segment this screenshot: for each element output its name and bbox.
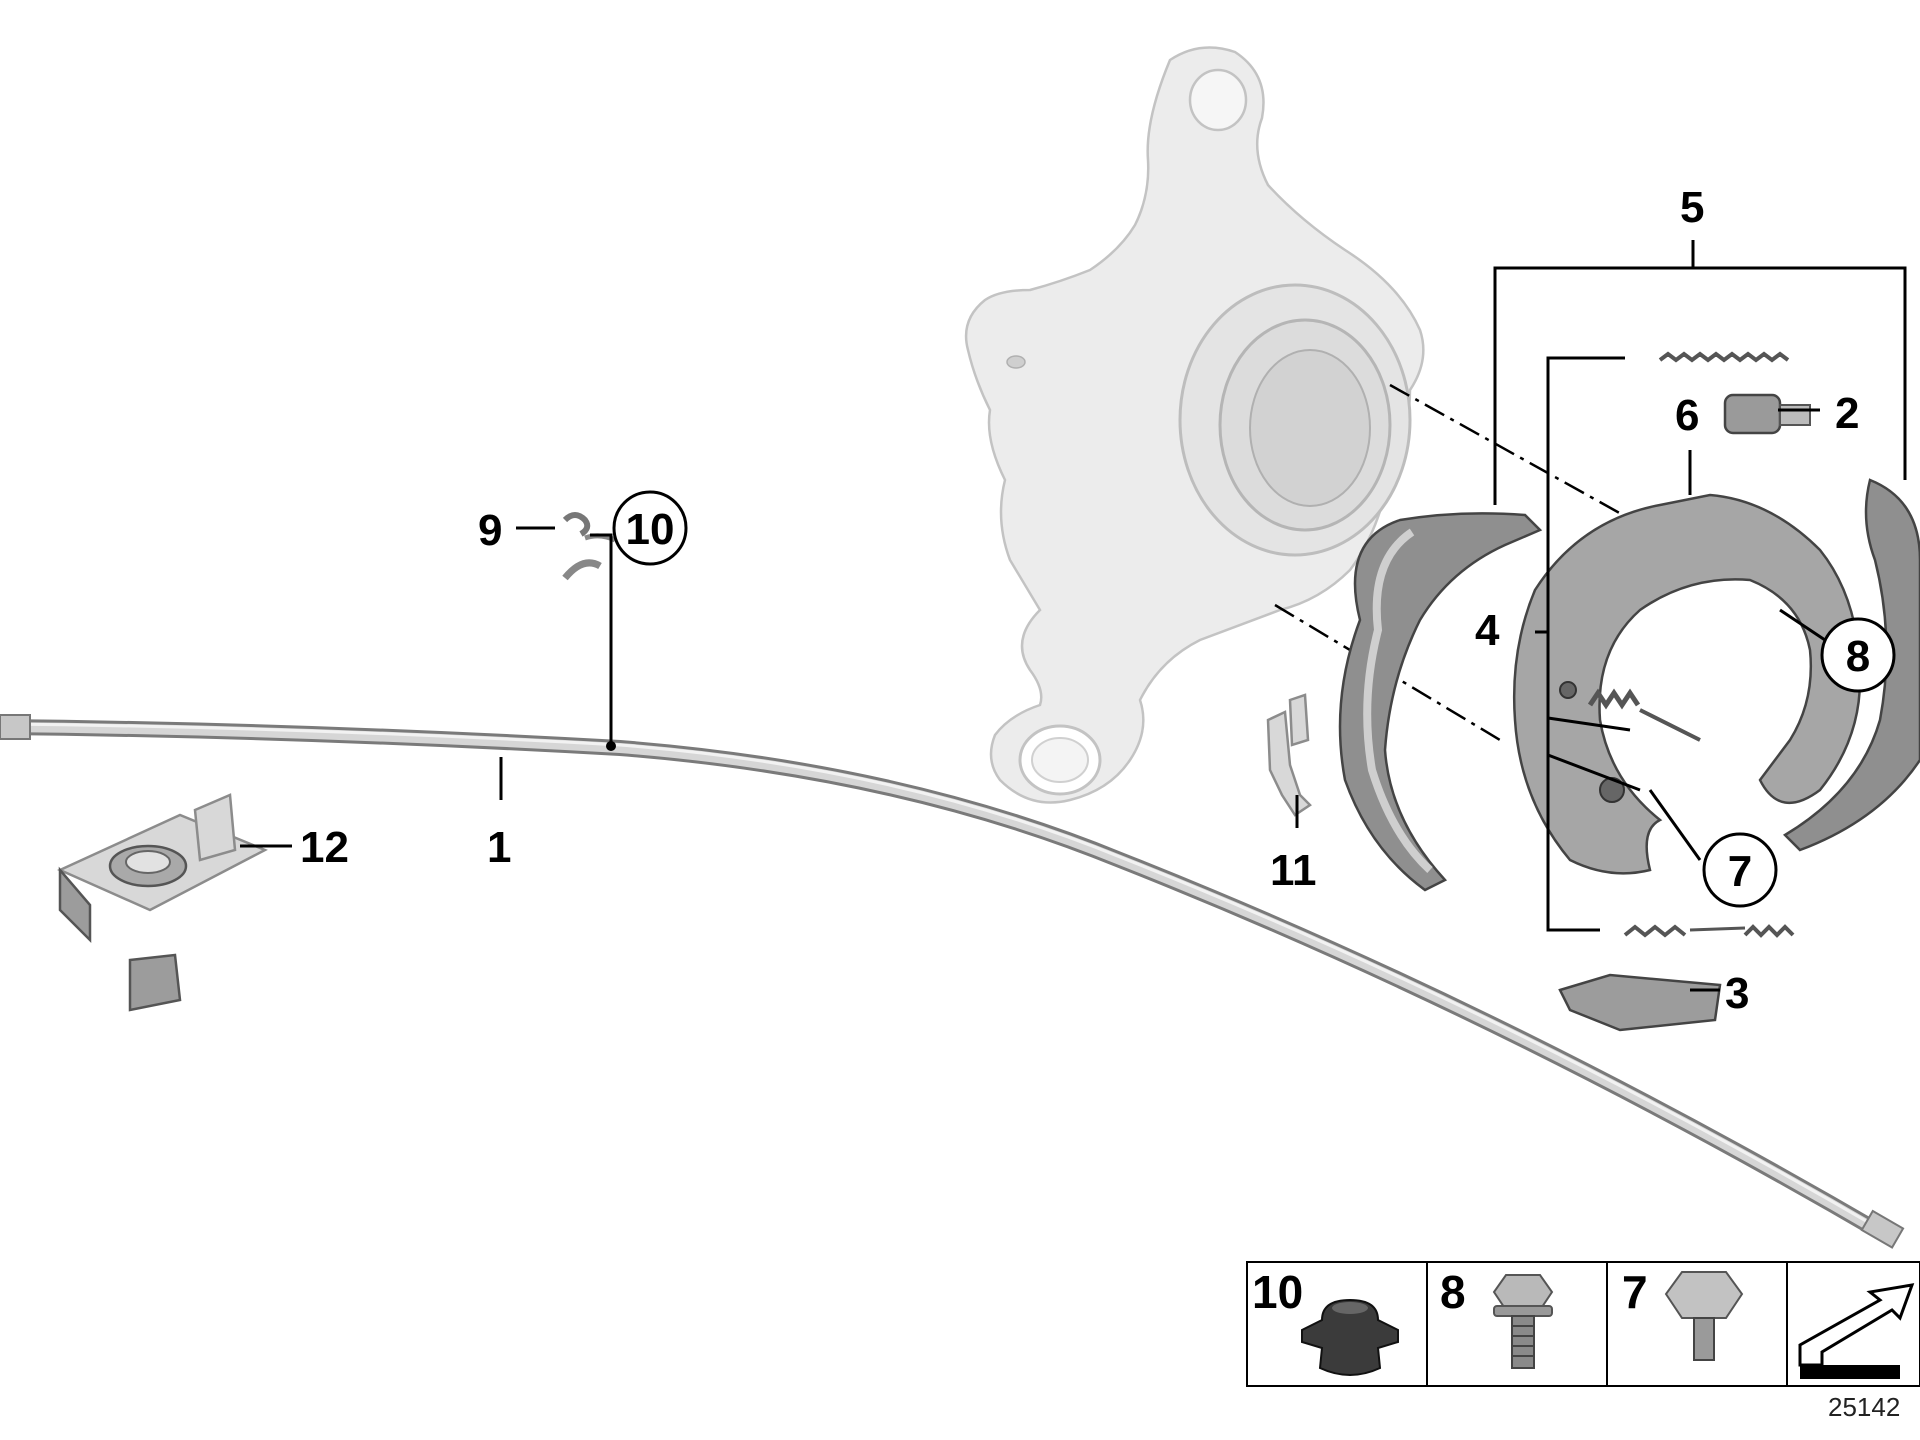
legend-table: 10 8 7 <box>1246 1261 1920 1387</box>
callout-6: 6 <box>1675 391 1699 440</box>
callout-2: 2 <box>1835 389 1859 438</box>
callout-leaders <box>240 240 1907 992</box>
svg-text:10: 10 <box>626 505 675 554</box>
diagram-reference-number: 25142 <box>1828 1392 1901 1422</box>
cable-bracket <box>1266 693 1312 817</box>
callout-11: 11 <box>1270 846 1317 895</box>
grommet-icon <box>1301 1298 1399 1376</box>
svg-text:8: 8 <box>1440 1266 1466 1318</box>
parking-brake-cable <box>0 714 1905 1249</box>
cable-holder-clip <box>56 793 268 1012</box>
svg-text:8: 8 <box>1846 632 1870 681</box>
callout-3: 3 <box>1725 969 1749 1018</box>
retaining-clip-small <box>562 512 617 581</box>
legend-item-grommet: 10 <box>1252 1266 1399 1376</box>
hex-bolt-with-washer-icon <box>1492 1274 1554 1369</box>
callout-5: 5 <box>1680 183 1704 232</box>
svg-text:7: 7 <box>1728 847 1752 896</box>
legend-item-bolt: 7 <box>1622 1266 1744 1361</box>
steering-knuckle <box>964 46 1425 804</box>
hex-bolt-icon <box>1664 1271 1744 1361</box>
adjuster-nut <box>1723 393 1811 435</box>
callout-12: 12 <box>300 823 349 872</box>
vehicle-orientation-arrow-icon <box>1798 1283 1915 1379</box>
return-spring-upper <box>1658 351 1790 363</box>
callout-8-circled: 8 <box>1820 617 1896 693</box>
brake-shoe-left <box>1338 512 1543 892</box>
hold-down-spring <box>1587 688 1701 742</box>
callout-4: 4 <box>1475 606 1500 655</box>
callout-1: 1 <box>487 823 511 872</box>
legend-item-bolt-washer: 8 <box>1440 1266 1554 1369</box>
backing-plate <box>1512 493 1862 875</box>
callout-10-circled: 10 <box>612 490 688 566</box>
svg-text:10: 10 <box>1252 1266 1303 1318</box>
svg-text:7: 7 <box>1622 1266 1648 1318</box>
callout-9: 9 <box>478 506 502 555</box>
expanding-lock <box>1558 973 1722 1032</box>
return-spring-lower <box>1623 924 1795 938</box>
callout-7-circled: 7 <box>1702 832 1778 908</box>
